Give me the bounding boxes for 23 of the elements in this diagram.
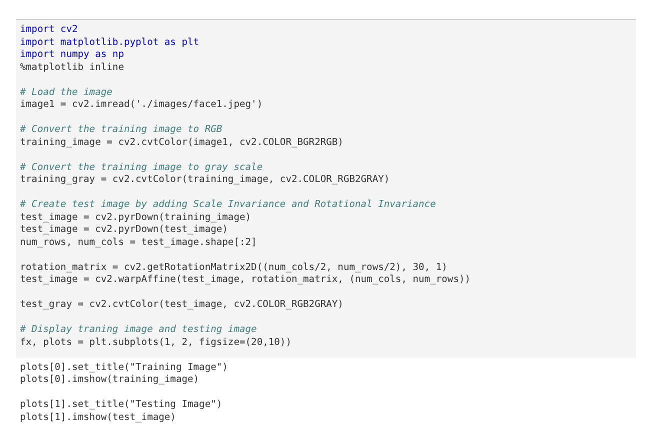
- code-line: training_gray = cv2.cvtColor(training_image, cv2.COLOR_RGB2GRAY): [20, 174, 390, 186]
- code-line: training_image = cv2.cvtColor(image1, cv2.COLOR_BGR2RGB): [20, 136, 344, 148]
- code-line: image1 = cv2.imread('./images/face1.jpeg'): [20, 99, 263, 111]
- code-line: plots[0].set_title("Training Image"): [20, 362, 228, 374]
- code-line: plots[0].imshow(training_image): [20, 374, 200, 386]
- code-line: test_image = cv2.pyrDown(training_image): [20, 212, 252, 224]
- code-line: import numpy as np: [20, 49, 124, 61]
- code-comment: # Display traning image and testing image: [20, 324, 257, 336]
- code-comment: # Load the image: [20, 86, 112, 98]
- code-line: num_rows, num_cols = test_image.shape[:2]: [20, 236, 257, 248]
- code-line: import matplotlib.pyplot as plt: [20, 36, 200, 48]
- code-line: test_image = cv2.pyrDown(test_image): [20, 224, 228, 236]
- code-comment: # Convert the training image to RGB: [20, 124, 222, 136]
- code-line: %matplotlib inline: [20, 62, 124, 74]
- code-comment: # Create test image by adding Scale Invariance and Rotational Invariance: [20, 199, 436, 211]
- code-line: plots[1].set_title("Testing Image"): [20, 399, 222, 411]
- code-line: test_image = cv2.warpAffine(test_image, rotation_matrix, (num_cols, num_rows)): [20, 274, 471, 286]
- code-line: plots[1].imshow(test_image): [20, 412, 176, 424]
- code-comment: # Convert the training image to gray scale: [20, 162, 263, 174]
- code-line: rotation_matrix = cv2.getRotationMatrix2D((num_cols/2, num_rows/2), 30, 1): [20, 262, 448, 274]
- code-line: test_gray = cv2.cvtColor(test_image, cv2.COLOR_RGB2GRAY): [20, 299, 344, 311]
- code-line: fx, plots = plt.subplots(1, 2, figsize=(20,10)): [20, 336, 292, 348]
- code-line: import cv2: [20, 24, 78, 36]
